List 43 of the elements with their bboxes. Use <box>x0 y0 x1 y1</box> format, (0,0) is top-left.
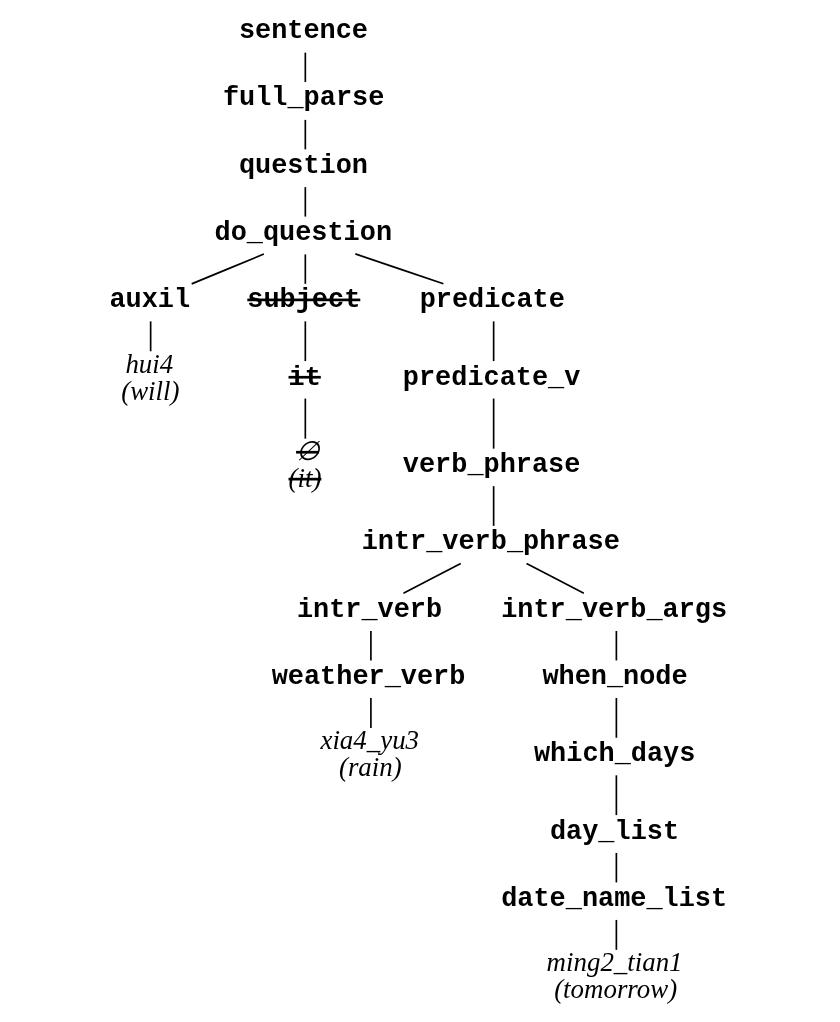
connector <box>304 186 306 218</box>
connector <box>615 852 617 884</box>
node-text: ming2_tian1 (tomorrow) <box>546 947 683 1005</box>
node-text: hui4 (will) <box>120 348 179 406</box>
node-text: subject <box>246 285 360 316</box>
connector <box>615 630 617 662</box>
node-text: it <box>288 362 321 393</box>
connector <box>369 697 372 729</box>
connector <box>525 562 585 595</box>
node-text: which_days <box>533 739 695 770</box>
node-text: day_list <box>549 816 679 847</box>
node-text: predicate <box>419 285 565 316</box>
connector <box>304 119 306 151</box>
node-text: ∅ (it) <box>288 436 321 494</box>
node-text: when_node <box>541 661 688 692</box>
connector <box>369 630 372 662</box>
connector <box>492 320 494 362</box>
connector <box>304 320 306 362</box>
node-text: intr_verb <box>296 594 442 625</box>
node-text: verb_phrase <box>402 449 580 480</box>
node-text: do_question <box>214 217 392 248</box>
connector <box>402 562 462 595</box>
connector <box>304 397 306 440</box>
connector <box>190 253 265 285</box>
node-text: date_name_list <box>500 883 727 914</box>
connector <box>615 697 617 739</box>
connector <box>353 253 444 285</box>
node-text: auxil <box>108 285 190 316</box>
connector <box>615 919 617 951</box>
connector <box>304 51 306 83</box>
node-text: intr_verb_args <box>500 594 727 625</box>
node-text: predicate_v <box>402 362 580 393</box>
node-text: intr_verb_phrase <box>361 527 620 558</box>
node-text: xia4_yu3 (rain) <box>319 725 419 783</box>
connector <box>492 397 494 450</box>
node-text: question <box>238 150 368 181</box>
connector <box>492 485 494 527</box>
node-text: sentence <box>238 16 368 47</box>
connector <box>149 320 151 353</box>
node-text: full_parse <box>222 83 384 114</box>
connector <box>304 253 306 285</box>
connector <box>615 774 617 816</box>
node-text: weather_verb <box>271 661 465 692</box>
